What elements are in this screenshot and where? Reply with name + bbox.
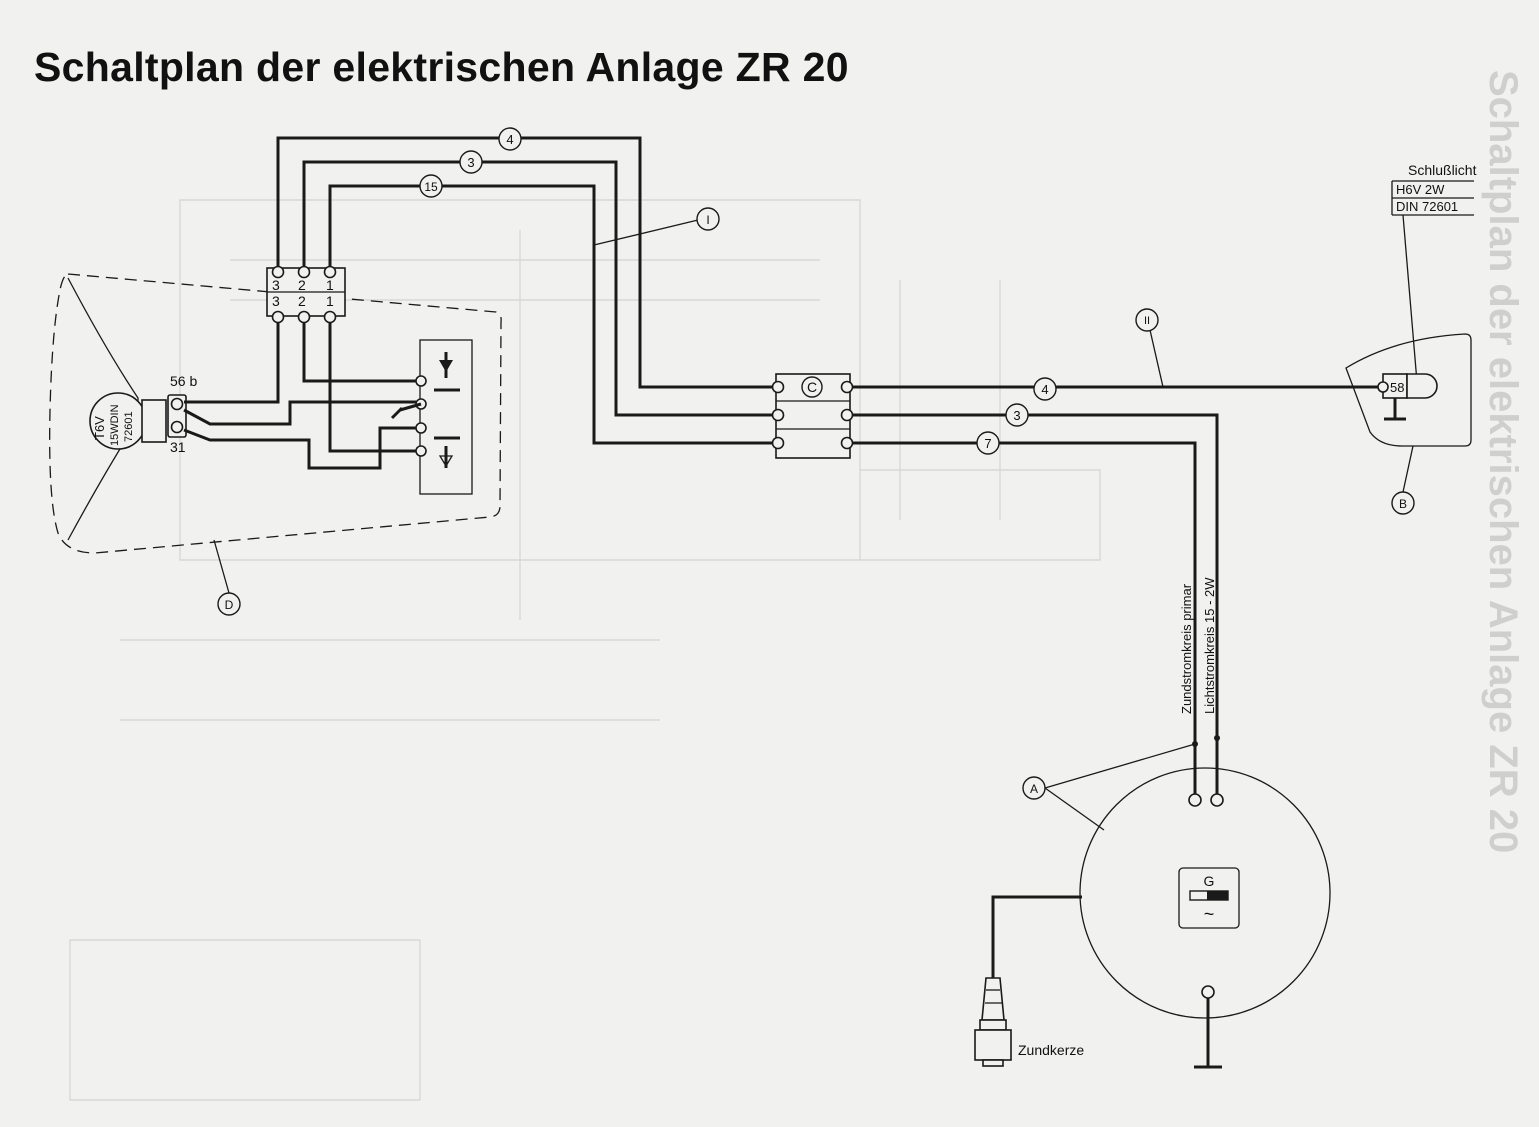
rear-wire-label-7: 7	[984, 436, 991, 451]
headlamp-bulb-label-2: 15WDIN	[109, 404, 121, 446]
switch-top-terminal-1: 1	[326, 277, 334, 293]
page-title: Schaltplan der elektrischen Anlage ZR 20	[34, 44, 849, 90]
headlamp-housing: T6V 15WDIN 72601 56 b 31	[49, 273, 502, 554]
wire-label-4: 4	[506, 132, 513, 147]
spark-plug-label: Zundkerze	[1018, 1042, 1084, 1058]
dimmer-switch	[390, 339, 473, 495]
headlamp-bulb-label-1: T6V	[92, 416, 107, 440]
generator-wave: ~	[1204, 904, 1215, 924]
wire-3-rear	[850, 413, 1219, 795]
switch-bottom-terminal-3: 3	[272, 293, 280, 309]
switch-top-terminal-2: 2	[298, 277, 306, 293]
marker-I: I	[706, 213, 709, 227]
generator: G ~ Zundstromkreis primar Lichtstromkrei…	[1079, 577, 1331, 1069]
wire-label-15: 15	[424, 180, 438, 194]
terminal-31-label: 31	[170, 439, 186, 455]
switch-bottom-terminal-2: 2	[298, 293, 306, 309]
tail-light: Schlußlicht H6V 2W DIN 72601 58	[1345, 162, 1477, 447]
tail-light-title: Schlußlicht	[1408, 162, 1477, 178]
bleed-through-title: Schaltplan der elektrischen Anlage ZR 20	[1481, 70, 1525, 853]
marker-II: II	[1144, 315, 1150, 327]
terminal-58	[1377, 381, 1389, 393]
harness-markers: I II A B D	[213, 207, 1415, 831]
light-switch-block: 3 2 1 3 2 1	[266, 265, 346, 324]
terminal-58-label: 58	[1390, 380, 1404, 395]
marker-B: B	[1399, 497, 1407, 511]
terminal-56b-label: 56 b	[170, 373, 197, 389]
connector-c-label: C	[807, 379, 817, 395]
headlamp-bulb-label-3: 72601	[123, 411, 135, 442]
wire-7-rear	[850, 441, 1197, 795]
wire-4	[276, 136, 778, 389]
wire-15	[328, 184, 778, 445]
tail-light-spec: H6V 2W	[1396, 182, 1445, 197]
tail-light-din: DIN 72601	[1396, 199, 1458, 214]
marker-D: D	[225, 598, 234, 612]
headlamp-housing-outline	[49, 273, 502, 554]
rear-wire-label-4: 4	[1041, 382, 1048, 397]
marker-A: A	[1030, 782, 1038, 796]
switch-bottom-terminal-1: 1	[326, 293, 334, 309]
rear-wire-label-3: 3	[1013, 408, 1020, 423]
light-circuit-label: Lichtstromkreis 15 - 2W	[1202, 577, 1217, 714]
terminal-56b	[170, 397, 184, 411]
primary-circuit-label: Zundstromkreis primar	[1179, 583, 1194, 714]
terminal-31	[170, 420, 184, 434]
tail-light-housing	[1345, 333, 1472, 447]
wire-number-markers: 4 3 15 4 3 7	[419, 127, 1057, 455]
generator-symbol-box	[1178, 867, 1240, 929]
wiring	[183, 136, 1380, 795]
connector-c: C	[771, 373, 854, 459]
generator-outline	[1079, 767, 1331, 1019]
generator-symbol: G	[1204, 873, 1215, 889]
spark-plug: Zundkerze	[974, 895, 1084, 1067]
switch-top-terminal-3: 3	[272, 277, 280, 293]
bleed-through: Schaltplan der elektrischen Anlage ZR 20	[69, 70, 1525, 1101]
wire-label-3: 3	[467, 155, 474, 170]
wire-3	[302, 160, 778, 417]
